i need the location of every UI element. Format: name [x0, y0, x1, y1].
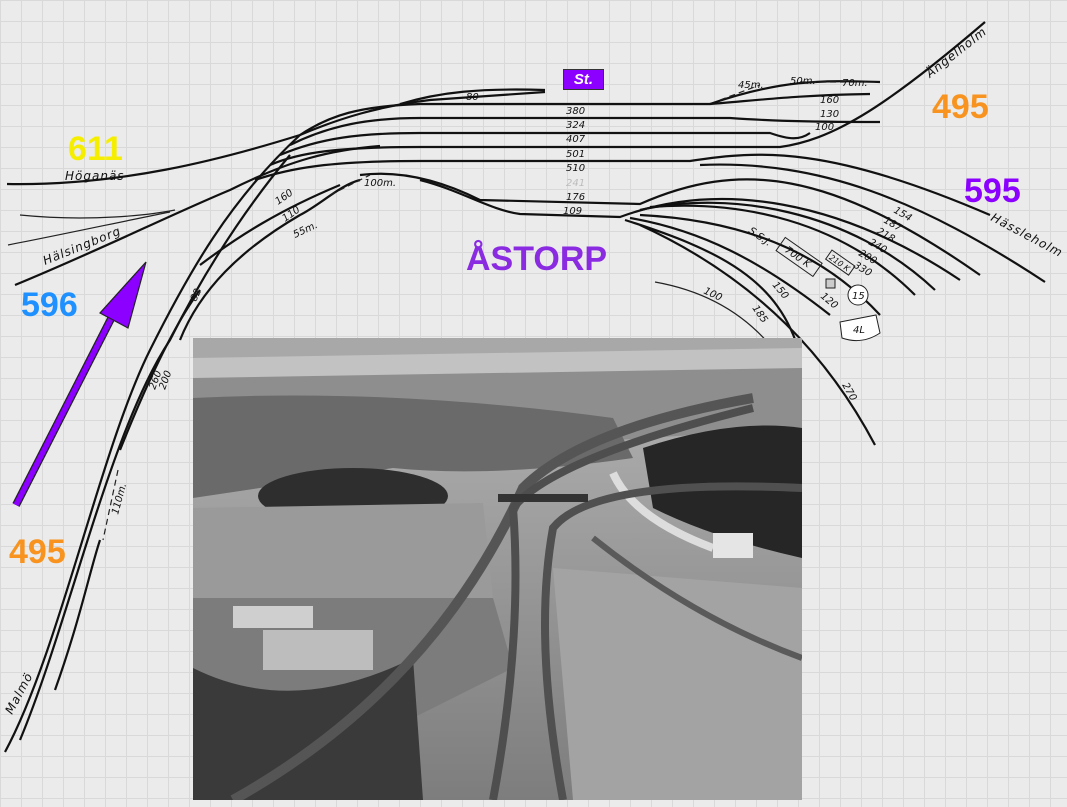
track-80 [399, 88, 546, 106]
label-501: 501 [566, 149, 585, 160]
distance-55m: 55m. [292, 220, 320, 241]
track-halsingborg-siding-2 [7, 211, 171, 246]
aerial-photo-image [193, 338, 802, 800]
distance-110m: 110m. [110, 482, 129, 516]
track-407 [279, 131, 811, 157]
label-380: 380 [566, 106, 585, 117]
track-malmo-2 [18, 154, 291, 741]
label-130: 130 [820, 109, 839, 120]
label-80: 80 [466, 92, 479, 103]
track-loop-260 [118, 289, 201, 451]
dimension-45-70m [719, 81, 870, 101]
track-angelholm-2 [709, 80, 881, 106]
label-ssj: S.S.J. [746, 225, 773, 248]
label-109: 109 [563, 206, 582, 217]
track-160 [199, 183, 341, 266]
aerial-photo [193, 338, 802, 800]
track-fan-4 [629, 216, 831, 316]
route-number-495-angelholm: 495 [932, 88, 989, 126]
track-fan-1 [639, 201, 936, 291]
track-510 [254, 153, 991, 217]
route-number-595: 595 [964, 172, 1021, 210]
label-324: 324 [566, 120, 585, 131]
track-loop-200 [178, 178, 361, 341]
label-407: 407 [566, 134, 586, 145]
label-4l: 4L [853, 325, 865, 336]
distance-45m: 45m. [738, 80, 764, 91]
track-501 [269, 21, 986, 167]
engine-shed: 700 K [775, 236, 823, 278]
track-fan-7 [654, 281, 771, 346]
label-110: 110 [280, 204, 302, 224]
label-160b: 160 [273, 187, 295, 207]
turntable-icon [847, 284, 869, 306]
distance-50m: 50m. [790, 76, 816, 87]
roundhouse-icon [839, 314, 881, 342]
track-malmo [4, 134, 301, 753]
station-title: ÅSTORP [466, 240, 608, 278]
track-loop-lower [53, 539, 102, 691]
track-hoganas [6, 90, 546, 186]
track-324 [289, 116, 881, 146]
distance-70m: 70m. [842, 78, 868, 89]
station-badge: St. [563, 69, 604, 90]
place-hoganas: Höganäs [65, 169, 125, 183]
track-176 [359, 172, 981, 276]
track-halsingborg [14, 144, 381, 287]
route-number-495-malmo: 495 [9, 533, 66, 571]
label-82: 82 [189, 287, 204, 303]
track-fan-6 [639, 224, 876, 446]
label-510: 510 [566, 163, 585, 174]
route-number-596: 596 [21, 286, 78, 324]
label-176: 176 [566, 192, 585, 203]
water-tower-icon [825, 278, 836, 289]
route-number-611: 611 [68, 130, 123, 168]
dimension-110m [102, 469, 119, 541]
direction-arrow-icon [12, 261, 147, 507]
dimension-100m [329, 174, 371, 196]
track-109 [419, 178, 961, 281]
label-160: 160 [820, 95, 839, 106]
track-halsingborg-siding [19, 209, 176, 219]
track-hassleholm [699, 163, 1046, 283]
label-241: 241 [566, 178, 585, 189]
label-turntable: 15 [852, 291, 865, 302]
track-fan-2 [649, 204, 916, 296]
label-100: 100 [815, 122, 834, 133]
place-hassleholm: Hässleholm [989, 210, 1066, 260]
distance-100m: 100m. [364, 178, 396, 189]
place-angelholm: Ängelholm [922, 24, 990, 81]
